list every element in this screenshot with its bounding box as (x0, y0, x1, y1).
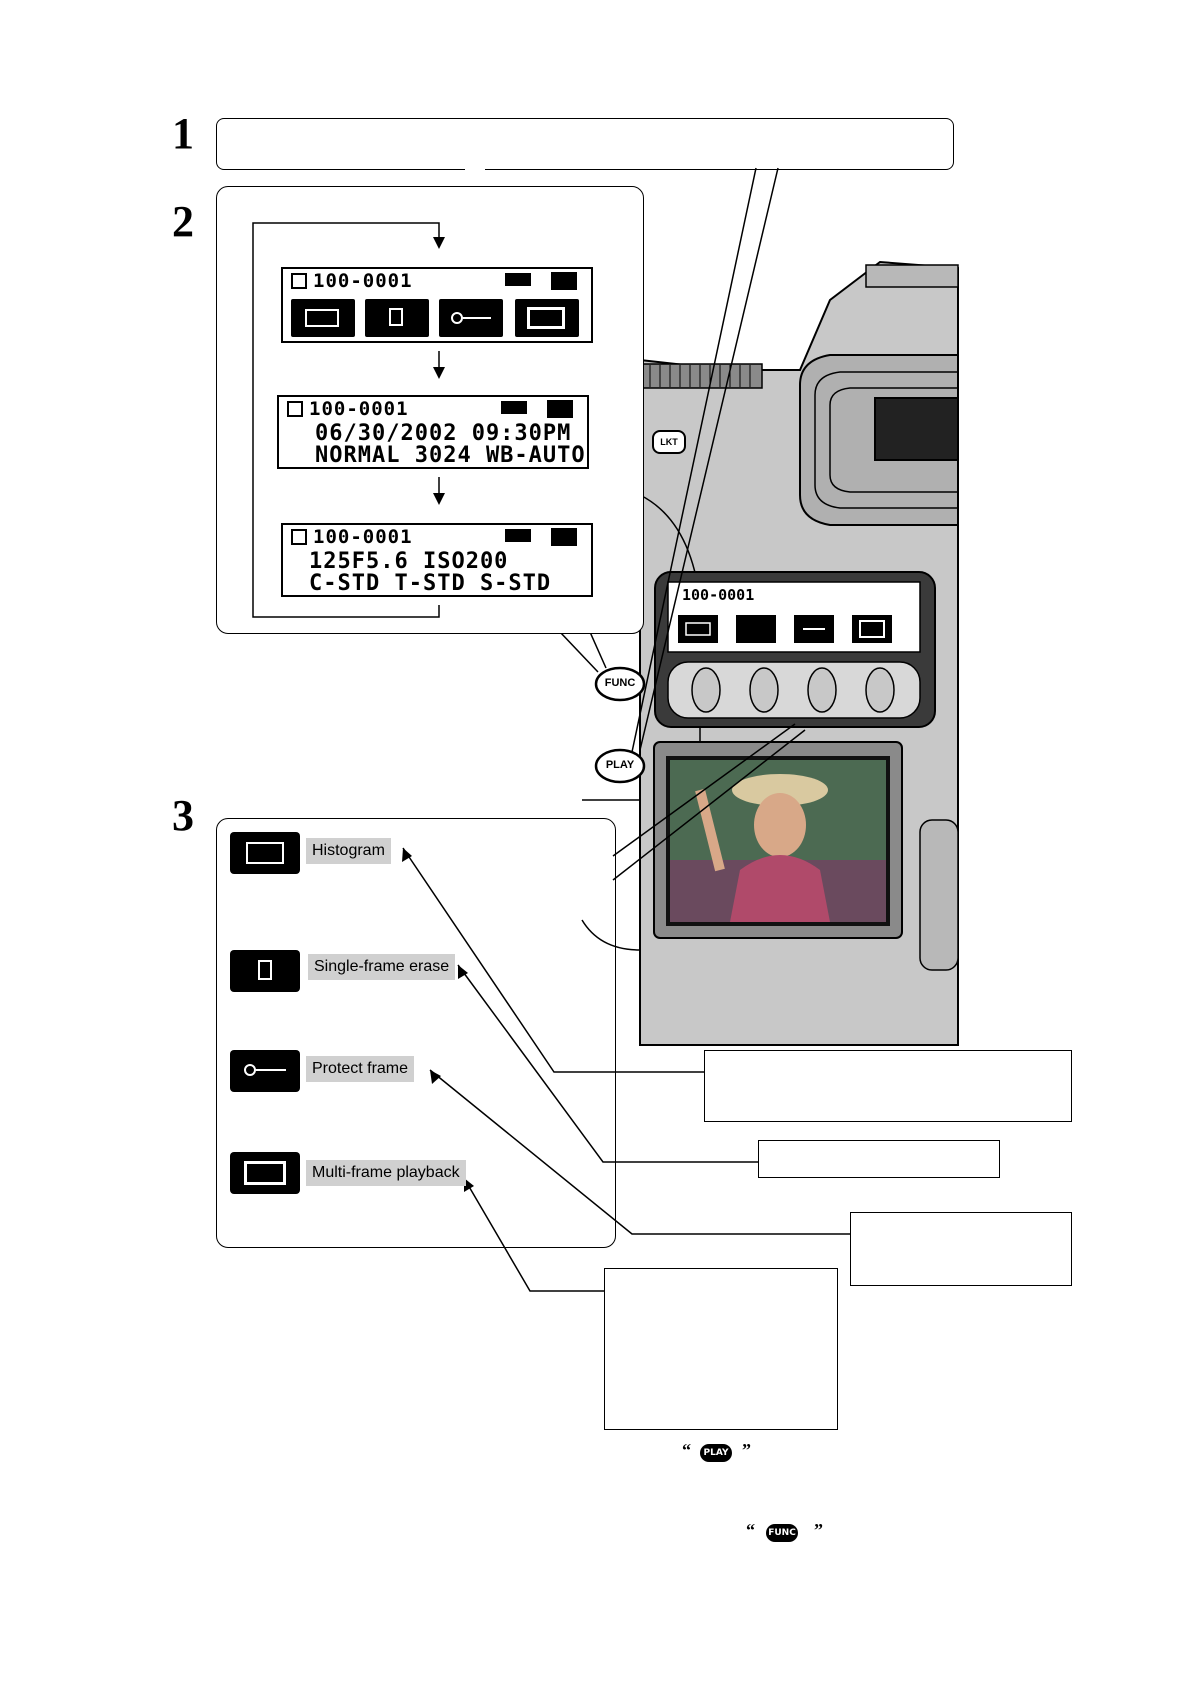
folder-icon (287, 401, 303, 417)
play-button[interactable]: PLAY (605, 759, 635, 771)
function-label-histogram: Histogram (306, 838, 391, 864)
camera-lcd-file-number: 100-0001 (682, 586, 755, 604)
play-quote-close: ” (742, 1440, 751, 1460)
erase-icon (230, 950, 300, 992)
battery-icon (501, 401, 527, 414)
folder-icon (291, 273, 307, 289)
key-icon (439, 299, 503, 337)
lcd-file-number: 100-0001 (313, 526, 413, 548)
step-number-1: 1 (172, 109, 194, 158)
lcd-file-number: 100-0001 (309, 398, 409, 420)
histogram-icon (230, 832, 300, 874)
card-icon (551, 528, 577, 546)
step3-box (216, 818, 616, 1248)
histogram-icon (291, 299, 355, 337)
lcd-file-number: 100-0001 (313, 270, 413, 292)
lcd-quality-line: NORMAL 3024 WB-AUTO (315, 443, 586, 468)
play-quote-open: “ (682, 1440, 691, 1460)
callout-box-erase (758, 1140, 1000, 1178)
step2-box: 100-0001 100-0001 06/30/2002 09:30PM NOR… (216, 186, 644, 634)
battery-icon (505, 529, 531, 542)
lcd-date-line: 06/30/2002 09:30PM (315, 421, 572, 446)
lcd-screen-1: 100-0001 (281, 267, 593, 343)
key-icon (230, 1050, 300, 1092)
card-icon (547, 400, 573, 418)
step-number-3: 3 (172, 791, 194, 840)
multi-frame-icon (230, 1152, 300, 1194)
step-number-2: 2 (172, 197, 194, 246)
callout-box-protect (850, 1212, 1072, 1286)
callout-box-multi-frame (604, 1268, 838, 1430)
play-pill-icon: PLAY (700, 1444, 732, 1462)
erase-icon (365, 299, 429, 337)
function-label-multi-frame-playback: Multi-frame playback (306, 1160, 466, 1186)
battery-icon (505, 273, 531, 286)
card-icon (551, 272, 577, 290)
func-pill-icon: FUNC (766, 1524, 798, 1542)
callout-box-histogram (704, 1050, 1072, 1122)
func-quote-open: “ (746, 1520, 755, 1540)
function-label-protect-frame: Protect frame (306, 1056, 415, 1082)
function-label-single-frame-erase: Single-frame erase (308, 954, 456, 980)
lcd-exposure-line: 125F5.6 ISO200 (309, 549, 509, 574)
func-quote-close: ” (814, 1520, 823, 1540)
folder-icon (291, 529, 307, 545)
lock-button[interactable]: LKT (652, 430, 686, 454)
multi-frame-icon (515, 299, 579, 337)
step1-box (216, 118, 954, 170)
lcd-screen-2: 100-0001 06/30/2002 09:30PM NORMAL 3024 … (277, 395, 589, 469)
lcd-style-line: C-STD T-STD S-STD (309, 571, 552, 596)
lcd-screen-3: 100-0001 125F5.6 ISO200 C-STD T-STD S-ST… (281, 523, 593, 597)
func-button[interactable]: FUNC (604, 677, 636, 689)
